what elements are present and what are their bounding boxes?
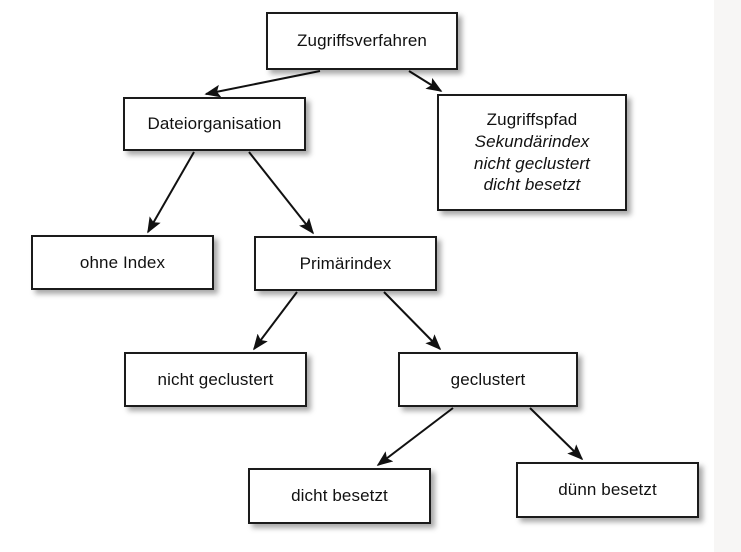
node-label: Primärindex bbox=[299, 253, 392, 273]
node-label: geclustert bbox=[450, 369, 526, 389]
edge-geclustert-to-duenn-besetzt bbox=[529, 407, 584, 461]
node-label: Zugriffspfad bbox=[486, 110, 578, 129]
node-dicht-besetzt[interactable]: dicht besetzt bbox=[248, 468, 431, 524]
edge-geclustert-to-dicht-besetzt bbox=[376, 407, 454, 466]
node-label: dicht besetzt bbox=[483, 175, 581, 195]
node-label: Sekundärindex bbox=[474, 131, 590, 151]
node-label: Dateiorganisation bbox=[147, 114, 282, 134]
node-primaerindex[interactable]: Primärindex bbox=[254, 236, 437, 291]
node-label: dünn besetzt bbox=[558, 480, 657, 500]
edge-group bbox=[147, 70, 584, 466]
edge-zugriffsverfahren-to-zugriffspfad bbox=[408, 70, 443, 92]
node-nicht-geclustert[interactable]: nicht geclustert bbox=[124, 352, 307, 407]
node-label: nicht geclustert bbox=[157, 369, 274, 389]
edge-dateiorganisation-to-primaerindex bbox=[248, 151, 314, 235]
edge-primaerindex-to-geclustert bbox=[383, 291, 442, 351]
node-zugriffsverfahren[interactable]: Zugriffsverfahren bbox=[266, 12, 458, 70]
node-geclustert[interactable]: geclustert bbox=[398, 352, 578, 407]
node-label: ohne Index bbox=[79, 252, 166, 272]
node-duenn-besetzt[interactable]: dünn besetzt bbox=[516, 462, 699, 518]
node-label: Zugriffsverfahren bbox=[297, 31, 427, 51]
node-label: nicht geclustert bbox=[474, 153, 590, 173]
right-side-panel-band bbox=[714, 0, 741, 552]
edge-dateiorganisation-to-ohne-index bbox=[147, 151, 195, 234]
node-dateiorganisation[interactable]: Dateiorganisation bbox=[123, 97, 306, 151]
node-label: dicht besetzt bbox=[291, 486, 388, 506]
edge-zugriffsverfahren-to-dateiorganisation bbox=[204, 70, 321, 98]
edge-primaerindex-to-nicht-geclustert bbox=[253, 291, 298, 351]
node-ohne-index[interactable]: ohne Index bbox=[31, 235, 214, 290]
